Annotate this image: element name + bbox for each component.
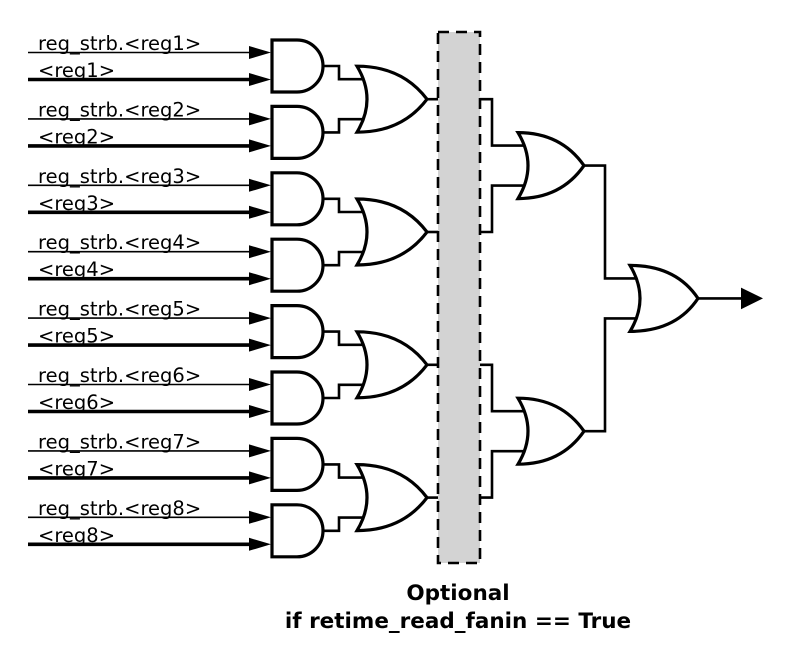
or-gate xyxy=(515,130,586,201)
input-label-strb: reg_strb.<reg8> xyxy=(38,497,201,520)
input-label-strb: reg_strb.<reg1> xyxy=(38,32,201,55)
input-label-reg: <reg1> xyxy=(38,59,115,82)
input-label-reg: <reg8> xyxy=(38,524,115,547)
wire xyxy=(479,449,534,499)
and-gate xyxy=(270,237,325,293)
and-gate xyxy=(270,104,325,160)
input-label-strb: reg_strb.<reg2> xyxy=(38,98,201,121)
wire xyxy=(479,97,534,147)
and-gate xyxy=(270,304,325,360)
input-arrowhead-icon xyxy=(249,537,271,551)
or-gate xyxy=(354,64,430,134)
input-label-strb: reg_strb.<reg5> xyxy=(38,298,201,321)
or-gate xyxy=(515,396,586,466)
wire xyxy=(323,250,374,267)
input-arrowhead-icon xyxy=(249,178,271,192)
wire xyxy=(479,184,534,234)
input-arrowhead-icon xyxy=(249,471,271,485)
input-label-reg: <reg3> xyxy=(38,192,115,215)
wire xyxy=(323,516,374,533)
input-arrowhead-icon xyxy=(249,311,271,325)
input-arrowhead-icon xyxy=(249,405,271,418)
input-arrowhead-icon xyxy=(249,46,271,59)
input-arrowhead-icon xyxy=(249,272,271,286)
input-arrowhead-icon xyxy=(249,245,271,259)
wire xyxy=(584,317,648,433)
input-label-strb: reg_strb.<reg6> xyxy=(38,364,201,387)
input-label-reg: <reg2> xyxy=(38,125,115,148)
input-label-strb: reg_strb.<reg7> xyxy=(38,430,201,453)
input-arrowhead-icon xyxy=(249,510,271,524)
input-arrowhead-icon xyxy=(249,444,271,458)
input-label-strb: reg_strb.<reg4> xyxy=(38,231,201,254)
or-gate xyxy=(354,462,430,533)
caption-line1: Optional xyxy=(406,581,509,606)
or-gate xyxy=(354,197,430,267)
and-gate xyxy=(270,38,325,94)
wire xyxy=(584,164,648,280)
input-arrowhead-icon xyxy=(249,139,271,153)
input-arrowhead-icon xyxy=(249,112,271,126)
wire xyxy=(323,117,374,134)
input-label-strb: reg_strb.<reg3> xyxy=(38,165,201,188)
wire xyxy=(323,463,374,479)
and-gate xyxy=(270,370,325,426)
input-arrowhead-icon xyxy=(249,73,271,86)
wire xyxy=(323,197,374,214)
input-arrowhead-icon xyxy=(249,378,271,391)
wire xyxy=(323,383,374,400)
wire xyxy=(323,330,374,347)
caption-line2: if retime_read_fanin == True xyxy=(285,609,631,634)
and-gate xyxy=(270,171,325,227)
and-gate xyxy=(270,436,325,492)
optional-retime-region-box xyxy=(436,30,482,565)
input-label-reg: <reg7> xyxy=(38,457,115,480)
or-gate xyxy=(354,330,430,400)
input-arrowhead-icon xyxy=(249,338,271,352)
and-gate xyxy=(270,503,325,559)
or-gate-final xyxy=(627,263,700,334)
input-label-reg: <reg5> xyxy=(38,325,115,348)
stage2-group xyxy=(515,130,763,466)
output-arrowhead-icon xyxy=(741,287,763,310)
wire xyxy=(323,64,374,81)
input-arrowhead-icon xyxy=(249,205,271,219)
wire xyxy=(479,363,534,413)
input-label-reg: <reg4> xyxy=(38,258,115,281)
input-label-reg: <reg6> xyxy=(38,391,115,414)
